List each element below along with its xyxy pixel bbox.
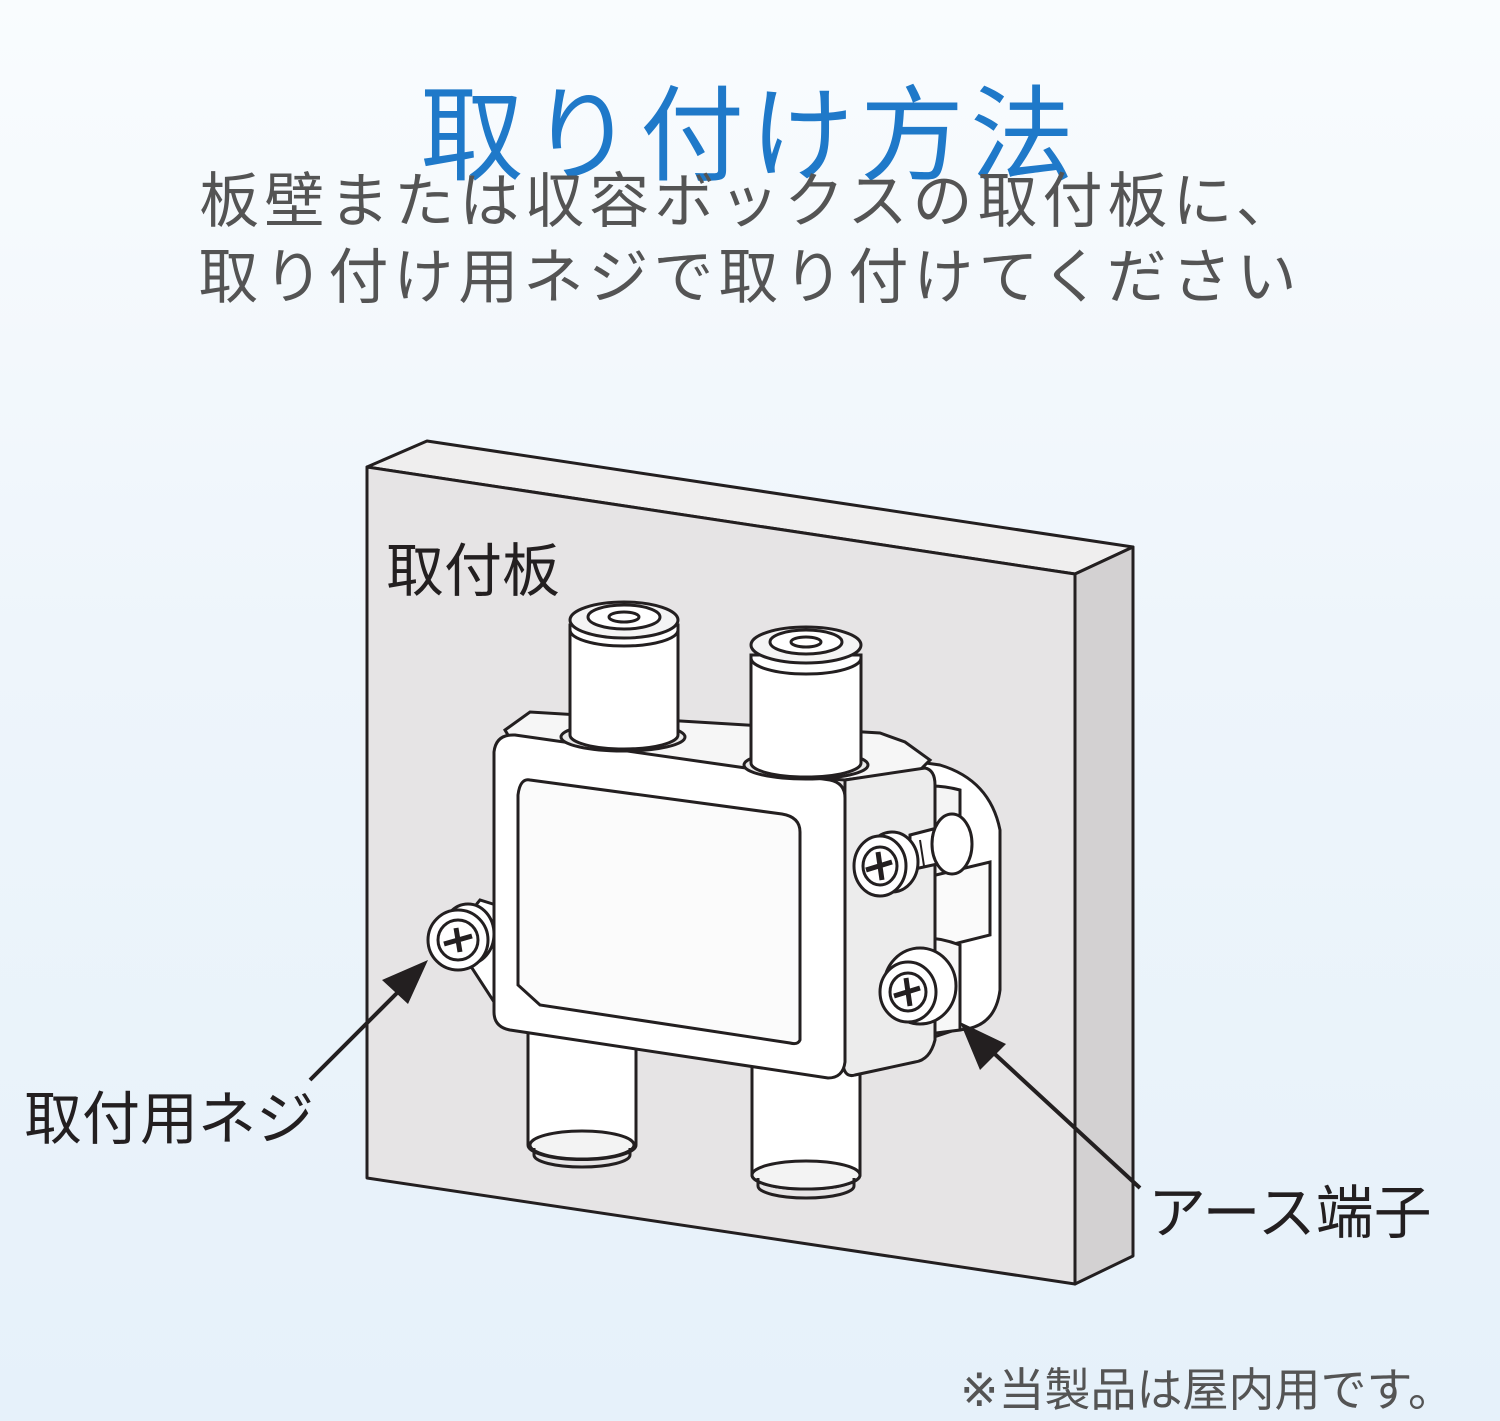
instruction-line-1: 板壁または収容ボックスの取付板に、 xyxy=(199,167,1301,237)
screw-leader-line xyxy=(308,983,407,1082)
label-mounting-plate: 取付板 xyxy=(386,537,561,605)
indoor-use-note: ※当製品は屋内用です。 xyxy=(960,1363,1454,1417)
top-connectors xyxy=(559,600,870,781)
label-earth-terminal: アース端子 xyxy=(1148,1179,1432,1247)
top-connector-right xyxy=(742,625,870,781)
earth-leader-line xyxy=(983,1043,1142,1190)
bottom-connector-left xyxy=(526,1028,638,1169)
instruction-line-2: 取り付け用ネジで取り付けてください xyxy=(198,243,1302,313)
page-title: 取り付け方法 xyxy=(419,74,1080,197)
bottom-connectors xyxy=(526,1028,862,1200)
top-connector-left xyxy=(559,600,687,753)
leader-arrows xyxy=(308,960,1142,1190)
screw-leader-arrowhead xyxy=(382,960,428,1004)
earth-screw-lower xyxy=(878,946,958,1026)
earth-screw-upper xyxy=(852,812,974,898)
mounting-screw-left xyxy=(426,902,496,972)
label-mounting-screw: 取付用ネジ xyxy=(24,1085,315,1153)
earth-leader-arrowhead xyxy=(960,1022,1006,1070)
bottom-connector-right xyxy=(750,1063,862,1200)
